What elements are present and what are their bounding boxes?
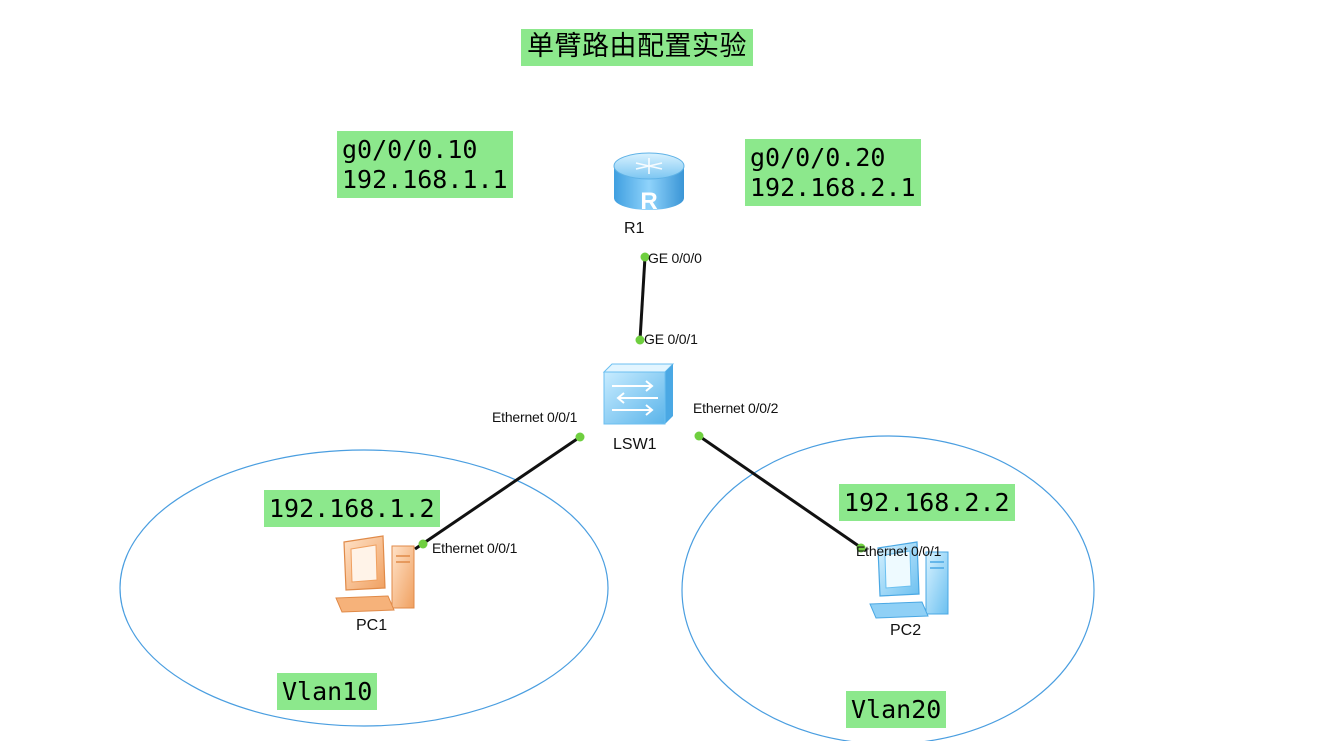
port-label-lsw1-e002: Ethernet 0/0/2: [693, 400, 779, 416]
port-dot-pc1-e001: [418, 539, 428, 549]
port-label-pc1-e001: Ethernet 0/0/1: [432, 540, 518, 556]
router-glyph: R: [640, 188, 657, 215]
link-lsw1-pc1[interactable]: [414, 435, 581, 551]
router-name: R1: [624, 220, 645, 237]
port-label-pc2-e001: Ethernet 0/0/1: [856, 543, 942, 559]
port-label-r1-ge000: GE 0/0/0: [648, 250, 702, 266]
port-label-lsw1-ge001: GE 0/0/1: [644, 331, 698, 347]
vlan20-label: Vlan20: [846, 691, 947, 728]
pc2-icon[interactable]: [869, 541, 949, 619]
link-lsw1-pc2[interactable]: [698, 434, 867, 553]
vlan10-label: Vlan10: [277, 673, 378, 710]
link-r1-lsw1[interactable]: [638, 256, 647, 341]
subif-left-ip: 192.168.1.1: [342, 165, 508, 194]
subif-left-iface: g0/0/0.10: [342, 135, 478, 164]
pc1-name: PC1: [356, 617, 388, 634]
pc1-icon[interactable]: [335, 535, 415, 613]
vlan10-ring: [119, 449, 609, 727]
pc2-ip-label: 192.168.2.2: [839, 484, 1015, 521]
port-dot-lsw1-e001: [575, 432, 585, 442]
diagram-title: 单臂路由配置实验: [521, 29, 753, 66]
subif-left-label: g0/0/0.10 192.168.1.1: [337, 131, 513, 198]
pc1-ip-label: 192.168.1.2: [264, 490, 440, 527]
port-dot-pc2-e001: [856, 543, 866, 553]
subif-right-label: g0/0/0.20 192.168.2.1: [745, 139, 921, 206]
switch-name: LSW1: [613, 436, 657, 453]
vlan20-ring: [681, 435, 1095, 741]
port-dot-r1-ge000: [640, 252, 650, 262]
pc2-name: PC2: [890, 622, 922, 639]
port-label-lsw1-e001: Ethernet 0/0/1: [492, 409, 578, 425]
port-dot-lsw1-ge001: [635, 335, 645, 345]
switch-icon[interactable]: [602, 363, 675, 425]
port-dot-lsw1-e002: [694, 431, 704, 441]
router-icon[interactable]: R: [613, 152, 685, 215]
subif-right-iface: g0/0/0.20: [750, 143, 886, 172]
subif-right-ip: 192.168.2.1: [750, 173, 916, 202]
